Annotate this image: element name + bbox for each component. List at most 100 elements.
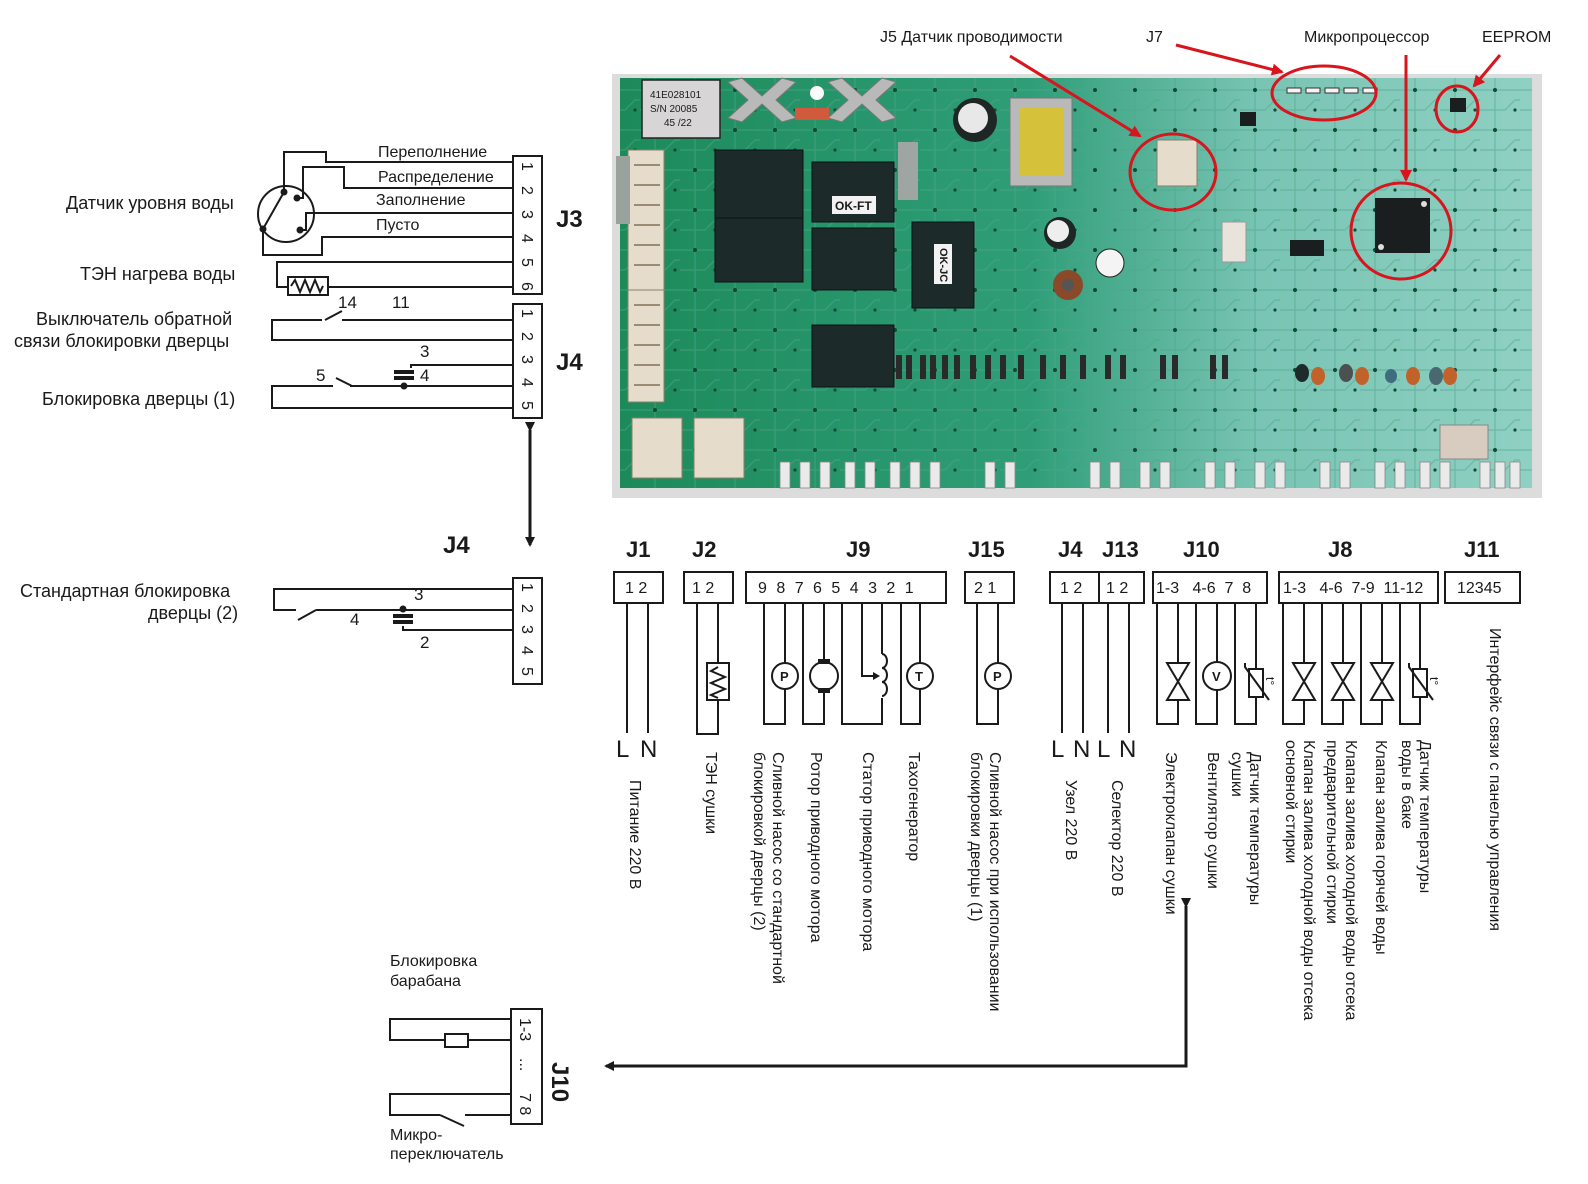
relays: [714, 149, 975, 388]
drum-lock-resistor-icon: [444, 1033, 469, 1048]
wire-microswitch: [389, 1093, 511, 1116]
j8-pre-wires: [1321, 603, 1344, 725]
pcb-connector-j11: [1439, 424, 1489, 460]
pcb-connector: [1221, 221, 1247, 263]
j4-pin-4: 4: [518, 378, 535, 387]
microprocessor-chip: [1375, 198, 1430, 253]
j4-std-pin-3: 3: [518, 625, 535, 634]
switch-contact: [324, 310, 343, 321]
j2-pins: 1 2: [692, 580, 714, 597]
desc-j8-main-1: Клапан залива холодной воды отсека: [1300, 740, 1317, 1021]
highlight-microprocessor: [1349, 181, 1453, 281]
desc-j10-temp-1: Датчик температуры: [1246, 752, 1263, 905]
j13-N: N: [1119, 736, 1136, 763]
desc-j8-pre-2: предварительной стирки: [1323, 740, 1340, 924]
j4-j13-wires: [1061, 603, 1130, 733]
j4-N: N: [1073, 736, 1090, 763]
wire-std-3: [402, 626, 513, 631]
resistor-bank: [896, 355, 1228, 379]
wire-distribution: [297, 166, 513, 199]
j3-pin-3: 3: [518, 210, 535, 219]
wire-lock-4-5: [271, 385, 513, 409]
temp-symbol-j8: t°: [1427, 677, 1441, 685]
j10-drum-connector: [510, 1008, 543, 1125]
pump-icon: [771, 662, 799, 690]
wire-drum-lock: [389, 1018, 511, 1041]
j4-block-standard: J4 1 2 3 4 5 Стандартная блокировка двер…: [20, 532, 543, 685]
j3-pin-2: 2: [518, 186, 535, 195]
desc-j9-tacho: Тахогенератор: [905, 752, 922, 861]
sensor-empty-label: Пусто: [376, 217, 419, 234]
connector-descriptions: Питание 220 В ТЭН сушки Сливной насос со…: [626, 628, 1503, 1021]
j9-rotor-wires: [802, 603, 825, 725]
pcb-part: [898, 142, 918, 200]
j11-title: J11: [1464, 537, 1500, 562]
arrow-eeprom: [1472, 54, 1502, 88]
wire-door-switch: [271, 319, 513, 341]
wire-overflow: [283, 151, 513, 192]
pump-symbol-j15: P: [993, 669, 1002, 684]
wire-heater-a: [276, 261, 513, 288]
j4-pin-5: 5: [518, 401, 535, 410]
j15-box: [964, 571, 1015, 604]
door-lock-label: Блокировка дверцы (1): [42, 389, 235, 409]
desc-j8-hot: Клапан залива горячей воды: [1372, 740, 1389, 955]
callout-eeprom: EEPROM: [1482, 29, 1551, 46]
ic-chip: [1290, 240, 1324, 256]
j15-title: J15: [968, 537, 1005, 562]
pcb-header-j4: [627, 289, 665, 403]
j10-box: [1152, 571, 1268, 604]
j15-pins: 2 1: [974, 580, 996, 597]
relay-sticker-1: [832, 196, 876, 214]
relay-sticker-1-text: OK-FT: [835, 199, 872, 213]
desc-j15-1: Сливной насос при использовании: [986, 752, 1003, 1011]
desc-j1: Питание 220 В: [626, 780, 643, 889]
heater-label: ТЭН нагрева воды: [80, 264, 235, 284]
desc-j15-2: блокировки дверцы (1): [967, 752, 984, 922]
j9-box: [745, 571, 947, 604]
j4-connector: [512, 303, 543, 419]
pcb-header-j7: [1286, 87, 1378, 94]
sticker-line-3: 45 /22: [664, 118, 692, 129]
fan-icon: [1202, 661, 1232, 691]
switch-num-11: 11: [392, 293, 410, 312]
j3-pin-6: 6: [518, 282, 535, 291]
j1-box: [613, 571, 664, 604]
desc-j8-temp-2: воды в баке: [1398, 740, 1415, 829]
j8-pins: 1-3 4-6 7-9 11-12: [1283, 580, 1423, 597]
j1-wires: [626, 603, 649, 733]
callout-j7: J7: [1146, 29, 1163, 46]
tacho-symbol: T: [915, 669, 923, 684]
hot-water-valve-icon: [1369, 662, 1395, 701]
j3-pin-1: 1: [518, 162, 535, 171]
desc-j10-valve: Электроклапан сушки: [1162, 752, 1179, 915]
sensor-overflow-label: Переполнение: [378, 144, 487, 161]
std-num-4: 4: [350, 610, 359, 629]
j4-pin-2: 2: [518, 332, 535, 341]
desc-j9-pump-1: Сливной насос со стандартной: [769, 752, 786, 984]
j4-standard-title: J4: [443, 532, 470, 559]
j4-pin-1: 1: [518, 309, 535, 318]
j1-N: N: [640, 736, 657, 763]
drum-lock-label-1: Блокировка: [390, 953, 477, 970]
std-switch-contact: [297, 609, 317, 621]
lock-num-3: 3: [420, 342, 429, 361]
j3-block: 1 2 3 4 5 6 J3 Датчик уровня воды Перепо…: [66, 144, 583, 296]
j4-row-pins: 1 2: [1060, 580, 1082, 597]
eeprom-chip: [1450, 98, 1466, 112]
j10-temp-wires: [1234, 603, 1257, 725]
j13-pins: 1 2: [1106, 580, 1128, 597]
j10-link-arrow: [604, 898, 1191, 1071]
arrow-j5: [1009, 54, 1142, 138]
pump-symbol: P: [780, 669, 789, 684]
highlight-j5: [1128, 132, 1218, 212]
j4-std-pin-4: 4: [518, 646, 535, 655]
heatsink: [726, 77, 898, 123]
relay-sticker-2: [934, 244, 952, 284]
j3-title: J3: [556, 206, 583, 233]
desc-j8-main-2: основной стирки: [1282, 740, 1299, 863]
pcb-connector-j1: [631, 417, 683, 479]
microswitch-contact: [439, 1114, 465, 1127]
main-wash-valve-icon: [1291, 662, 1317, 701]
j9-pins: 9 8 7 6 5 4 3 2 1: [758, 580, 914, 597]
